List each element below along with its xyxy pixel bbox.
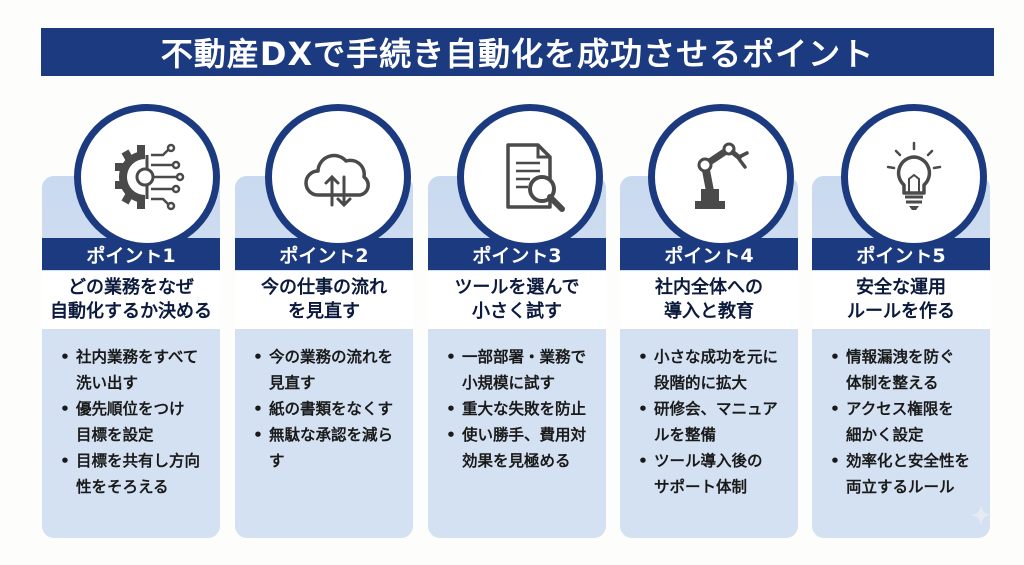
point-title-line: 自動化するか決める [50,301,212,322]
bullet-text: アクセス権限を [846,400,954,418]
bullet-text: 優先順位をつけ [76,400,185,418]
icon-badge-2 [265,104,411,250]
bullet-text: 洗い出す [76,374,139,392]
icon-badge-3 [457,104,603,250]
point-title-line: 安全な運用 [856,277,946,298]
bullet-item: • 一部部署・業務で小規模に試す [446,344,600,396]
point-title-line: 導入と教育 [664,301,754,322]
bullet-text: 段階的に拡大 [654,374,748,392]
bullet-dot-icon: • [830,348,840,366]
point-title: 社内全体への導入と教育 [620,271,798,329]
bullet-item: • アクセス権限を細かく設定 [830,396,984,448]
bullet-list: • 情報漏洩を防ぐ体制を整える • アクセス権限を細かく設定 • 効率化と安全性を両立する… [830,344,984,500]
point-title-line: 今の仕事の流れ [261,277,387,298]
bullet-item: • 社内業務をすべて洗い出す [60,344,214,396]
bullet-dot-icon: • [60,348,70,366]
bullet-text: す [269,452,285,470]
bullet-text: 体制を整える [846,374,939,392]
bullet-list: • 今の業務の流れを見直す • 紙の書類をなくす • 無駄な承認を減らす [253,344,407,474]
bullet-dot-icon: • [638,348,648,366]
bullet-text: 紙の書類をなくす [269,400,394,418]
page-title: 不動産DXで手続き自動化を成功させるポイント [160,35,875,73]
point-title: どの業務をなぜ自動化するか決める [42,271,220,329]
bullet-text: 研修会、マニュア [654,400,778,418]
icon-badge-4 [648,104,794,250]
bullet-text: 見直す [269,374,316,392]
point-title-line: 小さく試す [472,301,562,322]
bullet-dot-icon: • [60,452,70,470]
bullet-text: 小規模に試す [462,374,556,392]
bullet-list: • 社内業務をすべて洗い出す • 優先順位をつけ目標を設定 • 目標を共有し方向性をそろえ… [60,344,214,500]
bullet-text: サポート体制 [654,478,748,496]
point-title: 今の仕事の流れを見直す [235,271,413,329]
lightbulb-icon [886,141,942,210]
bullet-dot-icon: • [446,348,456,366]
bullet-text: 小さな成功を元に [654,348,779,366]
bullet-item: • 効率化と安全性を両立するルール [830,448,984,500]
point-header: ポイント1 [42,238,220,270]
bullet-item: • 小さな成功を元に段階的に拡大 [638,344,792,396]
bullet-text: 使い勝手、費用対 [462,426,587,444]
point-title-line: ツールを選んで [454,277,580,298]
bullet-list: • 一部部署・業務で小規模に試す • 重大な失敗を防止 • 使い勝手、費用対効果を見極める [446,344,600,474]
robot-arm-icon [695,142,749,209]
cloud-sync-icon [304,153,370,208]
bullet-item: • 紙の書類をなくす [253,396,407,422]
bullet-text: 重大な失敗を防止 [462,400,587,418]
icon-badge-5 [841,104,987,250]
bullet-text: 効果を見極める [462,452,571,470]
bullet-text: ルを整備 [654,426,717,444]
bullet-dot-icon: • [638,400,648,418]
bullet-text: 社内業務をすべて [76,348,199,366]
bullet-item: • 重大な失敗を防止 [446,396,600,422]
bullet-dot-icon: • [253,400,263,418]
bullet-dot-icon: • [638,452,648,470]
bullet-list: • 小さな成功を元に段階的に拡大 • 研修会、マニュアルを整備 • ツール導入後のサポート… [638,344,792,500]
bullet-item: • 無駄な承認を減らす [253,422,407,474]
bullet-item: • 研修会、マニュアルを整備 [638,396,792,448]
bullet-item: • 優先順位をつけ目標を設定 [60,396,214,448]
title-banner: 不動産DXで手続き自動化を成功させるポイント [41,28,994,76]
bullet-dot-icon: • [446,400,456,418]
bullet-item: • ツール導入後のサポート体制 [638,448,792,500]
bullet-text: 性をそろえる [76,478,169,496]
bullet-dot-icon: • [253,348,263,366]
bullet-dot-icon: • [830,400,840,418]
bullet-dot-icon: • [830,452,840,470]
point-title-line: どの業務をなぜ [68,277,194,298]
bullet-text: 細かく設定 [846,426,924,444]
bullet-item: • 情報漏洩を防ぐ体制を整える [830,344,984,396]
bullet-item: • 使い勝手、費用対効果を見極める [446,422,600,474]
bullet-item: • 目標を共有し方向性をそろえる [60,448,214,500]
icon-badge-1 [74,104,220,250]
bullet-text: 効率化と安全性を [846,452,971,470]
point-title: 安全な運用ルールを作る [812,271,990,329]
bullet-dot-icon: • [253,426,263,444]
bullet-text: 目標を設定 [76,426,154,444]
bullet-item: • 今の業務の流れを見直す [253,344,407,396]
bullet-text: 情報漏洩を防ぐ [846,348,955,366]
bullet-text: 無駄な承認を減ら [269,426,394,444]
bullet-dot-icon: • [446,426,456,444]
bullet-text: 目標を共有し方向 [76,452,201,470]
point-title-line: 社内全体への [655,277,763,298]
gear-circuit-icon [115,143,185,211]
point-title: ツールを選んで小さく試す [428,271,606,329]
bullet-text: ツール導入後の [654,452,763,470]
document-search-icon [506,143,565,212]
point-title-line: を見直す [288,301,360,322]
point-title-line: ルールを作る [847,301,955,322]
bullet-text: 両立するルール [846,478,955,496]
bullet-text: 一部部署・業務で [462,348,587,366]
bullet-dot-icon: • [60,400,70,418]
bullet-text: 今の業務の流れを [269,348,394,366]
sparkle-icon [970,504,992,526]
